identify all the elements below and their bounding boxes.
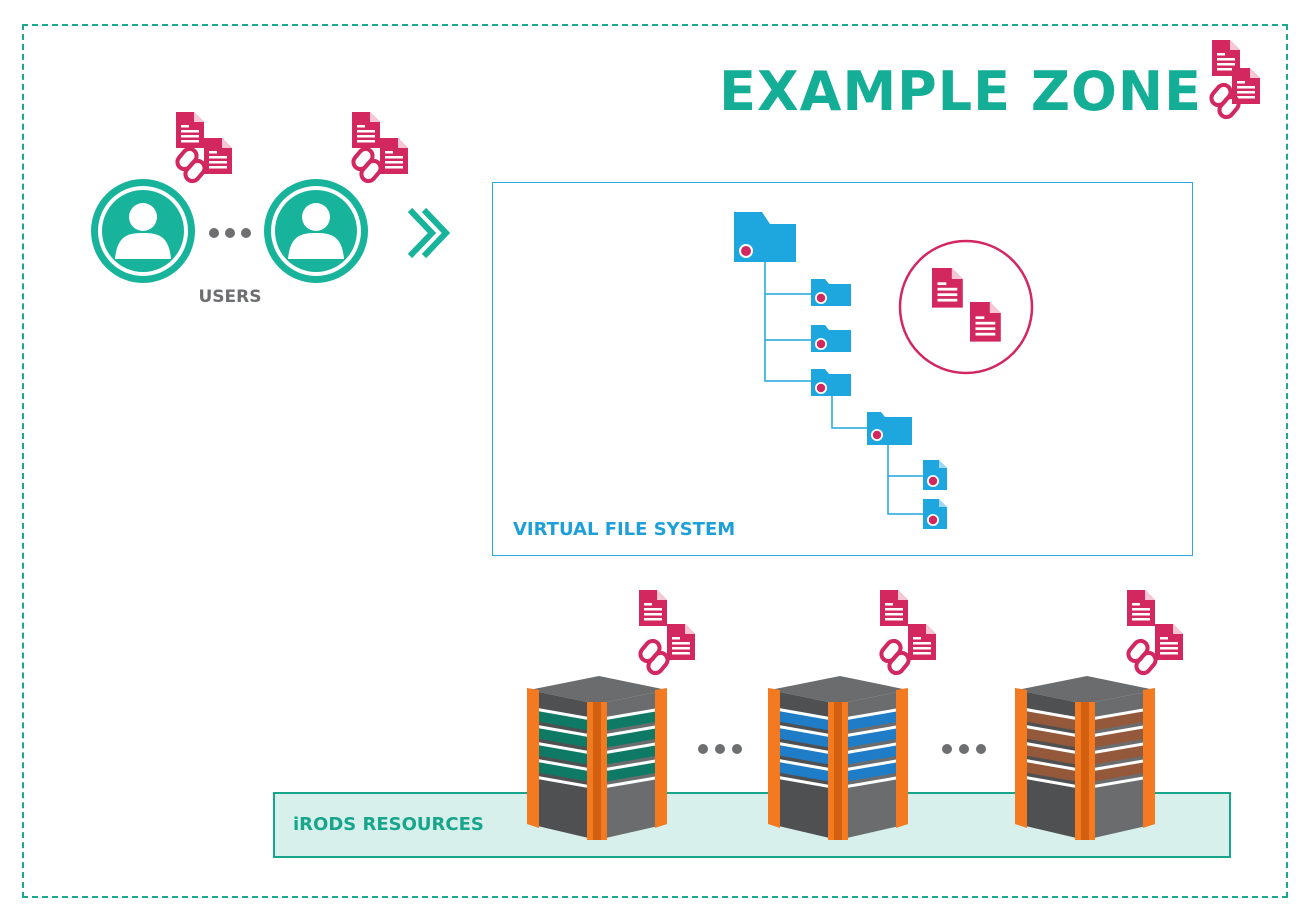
server-stack-icon (1015, 676, 1156, 840)
ellipsis-icon (942, 744, 986, 754)
folder-icon (867, 412, 912, 445)
metadata-catalog-icon (898, 239, 1034, 375)
folder-icon (734, 212, 796, 262)
ellipsis-icon (698, 744, 742, 754)
user-metadata-icon (172, 112, 232, 186)
double-chevron-right-icon (407, 207, 451, 259)
resource-metadata-icon (876, 590, 936, 678)
folder-icon (811, 279, 851, 306)
zone-boundary (22, 24, 1288, 898)
user-avatar-icon (91, 179, 195, 283)
zone-title: EXAMPLE ZONE (719, 60, 1202, 123)
virtual-file-system-panel (492, 182, 1193, 556)
resource-metadata-icon (1123, 590, 1183, 678)
user-avatar-icon (264, 179, 368, 283)
vfs-tree-lines (764, 262, 924, 515)
file-icon (923, 499, 947, 529)
users-label: USERS (198, 287, 262, 307)
ellipsis-icon (209, 228, 251, 238)
file-icon (923, 460, 947, 490)
folder-icon (811, 325, 851, 352)
resource-metadata-icon (635, 590, 695, 678)
server-stack-icon (527, 676, 668, 840)
resources-label: iRODS RESOURCES (293, 814, 484, 835)
user-metadata-icon (348, 112, 408, 186)
vfs-label: VIRTUAL FILE SYSTEM (513, 519, 736, 540)
server-stack-icon (768, 676, 909, 840)
zone-metadata-icon (1206, 40, 1260, 122)
folder-icon (811, 369, 851, 396)
